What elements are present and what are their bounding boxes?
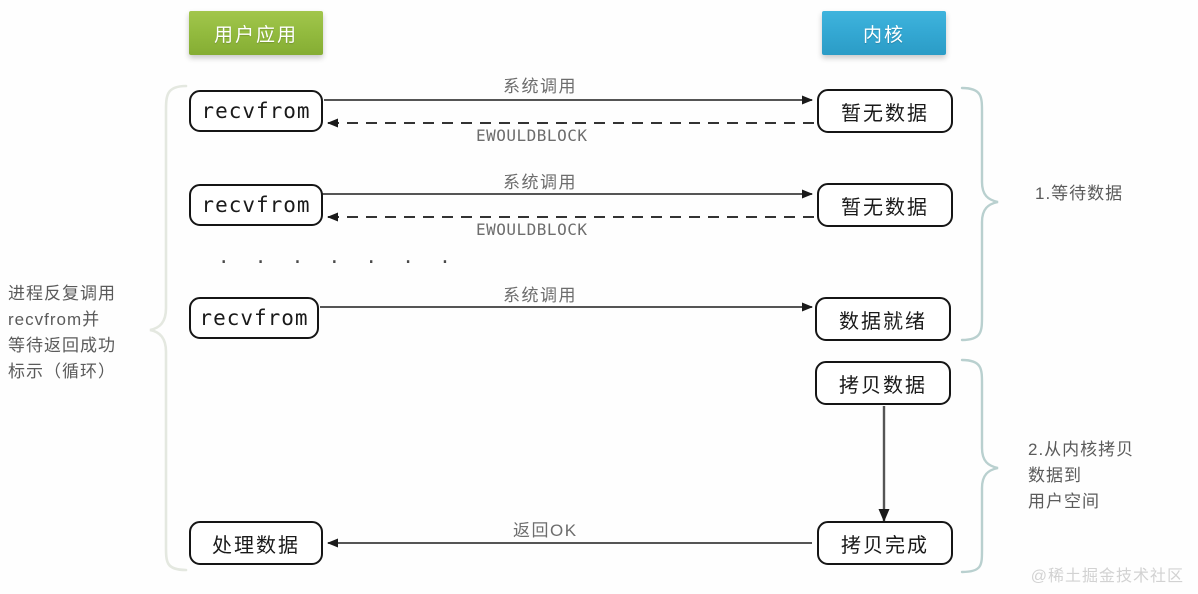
edge-label-return-ok: 返回OK bbox=[513, 521, 578, 540]
node-recvfrom-3-label: recvfrom bbox=[199, 306, 309, 330]
ellipsis-repeat: . . . . . . . bbox=[218, 246, 458, 268]
node-data-ready-label: 数据就绪 bbox=[839, 310, 927, 333]
edge-label-ewouldblock-2: EWOULDBLOCK bbox=[476, 220, 588, 239]
node-data-ready[interactable]: 数据就绪 bbox=[815, 297, 951, 341]
node-no-data-1[interactable]: 暂无数据 bbox=[817, 89, 953, 133]
watermark: @稀土掘金技术社区 bbox=[1030, 568, 1184, 585]
user-application-label: 用户应用 bbox=[189, 11, 323, 55]
annotation-copy-to-userspace: 2.从内核拷贝 数据到 用户空间 bbox=[1028, 440, 1135, 511]
node-recvfrom-1-label: recvfrom bbox=[201, 99, 311, 123]
kernel-text: 内核 bbox=[862, 24, 905, 46]
right-brace-copy-data bbox=[960, 358, 999, 574]
annotation-wait-data: 1.等待数据 bbox=[1035, 184, 1124, 203]
node-copy-data-label: 拷贝数据 bbox=[839, 374, 927, 397]
node-process-data-label: 处理数据 bbox=[212, 534, 300, 557]
node-no-data-2-label: 暂无数据 bbox=[841, 196, 929, 219]
node-recvfrom-1[interactable]: recvfrom bbox=[189, 90, 323, 132]
edge-label-ewouldblock-1: EWOULDBLOCK bbox=[476, 126, 588, 145]
user-application-text: 用户应用 bbox=[213, 24, 298, 46]
node-copy-done[interactable]: 拷贝完成 bbox=[817, 521, 953, 565]
node-recvfrom-3[interactable]: recvfrom bbox=[189, 297, 319, 339]
edge-label-syscall-1: 系统调用 bbox=[503, 77, 577, 96]
node-recvfrom-2-label: recvfrom bbox=[201, 193, 311, 217]
node-no-data-1-label: 暂无数据 bbox=[841, 102, 929, 125]
node-copy-data[interactable]: 拷贝数据 bbox=[815, 361, 951, 405]
right-brace-wait-data bbox=[960, 86, 999, 342]
edge-label-syscall-3: 系统调用 bbox=[503, 286, 577, 305]
annotation-left: 进程反复调用 recvfrom并 等待返回成功 标示（循环） bbox=[8, 284, 116, 381]
kernel-label: 内核 bbox=[822, 11, 946, 55]
node-no-data-2[interactable]: 暂无数据 bbox=[817, 183, 953, 227]
node-recvfrom-2[interactable]: recvfrom bbox=[189, 184, 323, 226]
node-process-data[interactable]: 处理数据 bbox=[189, 521, 323, 565]
edge-label-syscall-2: 系统调用 bbox=[503, 173, 577, 192]
node-copy-done-label: 拷贝完成 bbox=[841, 534, 929, 557]
